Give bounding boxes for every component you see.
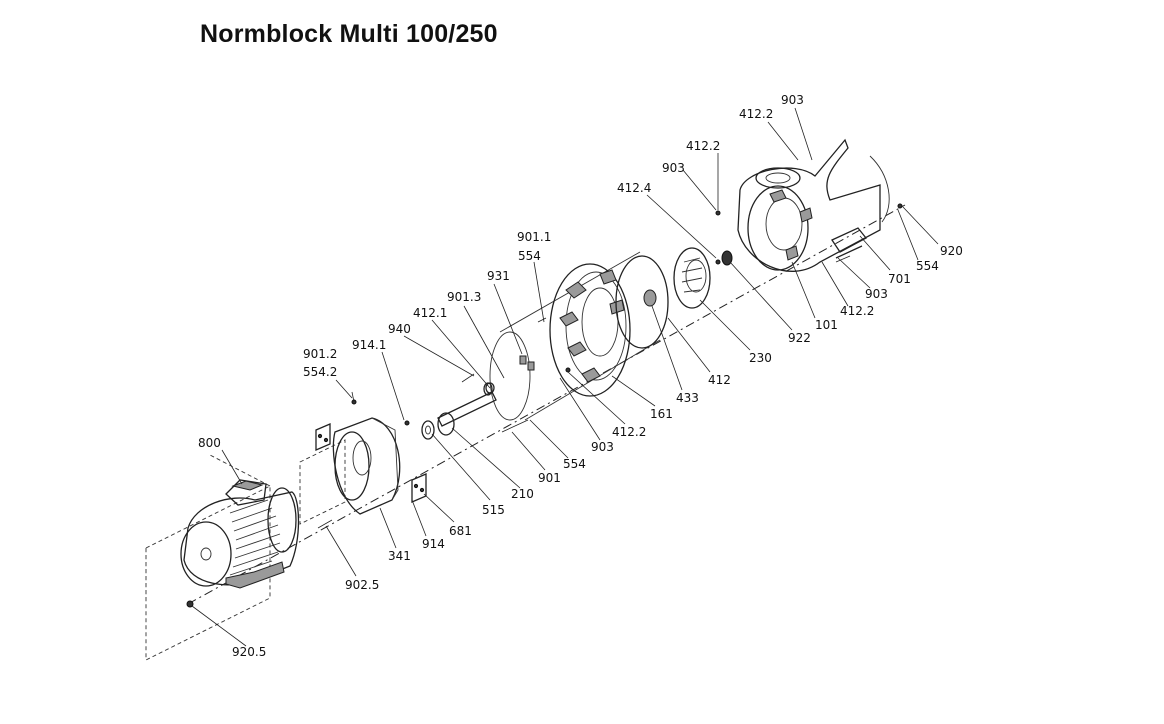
seal-433 <box>643 289 657 307</box>
label-412-4: 412.4 <box>617 181 651 195</box>
label-903-r: 903 <box>865 287 888 301</box>
label-210: 210 <box>511 487 534 501</box>
label-701: 701 <box>888 272 911 286</box>
label-931: 931 <box>487 269 510 283</box>
label-412-2-b: 412.2 <box>686 139 720 153</box>
label-914-1: 914.1 <box>352 338 386 352</box>
label-554-2: 554.2 <box>303 365 337 379</box>
label-901-3: 901.3 <box>447 290 481 304</box>
label-554-t: 554 <box>518 249 541 263</box>
leader-lines <box>191 107 939 647</box>
label-914: 914 <box>422 537 445 551</box>
impeller-nut-922 <box>721 250 733 266</box>
label-161: 161 <box>650 407 673 421</box>
diffuser-161 <box>549 263 631 397</box>
label-903-top: 903 <box>781 93 804 107</box>
label-412-2-m: 412.2 <box>612 425 646 439</box>
label-940: 940 <box>388 322 411 336</box>
label-902-5: 902.5 <box>345 578 379 592</box>
label-412: 412 <box>708 373 731 387</box>
label-903-m: 903 <box>591 440 614 454</box>
label-433: 433 <box>676 391 699 405</box>
label-412-1: 412.1 <box>413 306 447 320</box>
label-901-1: 901.1 <box>517 230 551 244</box>
label-515: 515 <box>482 503 505 517</box>
guard-plates-681 <box>315 423 427 503</box>
fasteners <box>186 203 903 608</box>
label-901: 901 <box>538 471 561 485</box>
label-920: 920 <box>940 244 963 258</box>
label-412-2-top: 412.2 <box>739 107 773 121</box>
plate-701 <box>831 227 867 259</box>
page-title: Normblock Multi 100/250 <box>200 20 498 48</box>
label-800: 800 <box>198 436 221 450</box>
volute-casing-101 <box>737 138 890 272</box>
label-341: 341 <box>388 549 411 563</box>
shaft-210 <box>421 382 497 440</box>
label-412-2-r: 412.2 <box>840 304 874 318</box>
label-554-m: 554 <box>563 457 586 471</box>
label-681: 681 <box>449 524 472 538</box>
gasket-412 <box>615 255 669 349</box>
part-labels: 903 412.2 412.2 903 412.4 920 554 701 90… <box>198 93 963 659</box>
label-922: 922 <box>788 331 811 345</box>
label-920-5: 920.5 <box>232 645 266 659</box>
label-230: 230 <box>749 351 772 365</box>
label-903-b: 903 <box>662 161 685 175</box>
center-axis <box>187 204 906 605</box>
label-554-r: 554 <box>916 259 939 273</box>
label-901-2: 901.2 <box>303 347 337 361</box>
impeller-230 <box>673 247 711 309</box>
lantern-341 <box>299 417 401 525</box>
motor-800 <box>145 454 300 661</box>
stage-casing <box>489 251 661 421</box>
label-101: 101 <box>815 318 838 332</box>
